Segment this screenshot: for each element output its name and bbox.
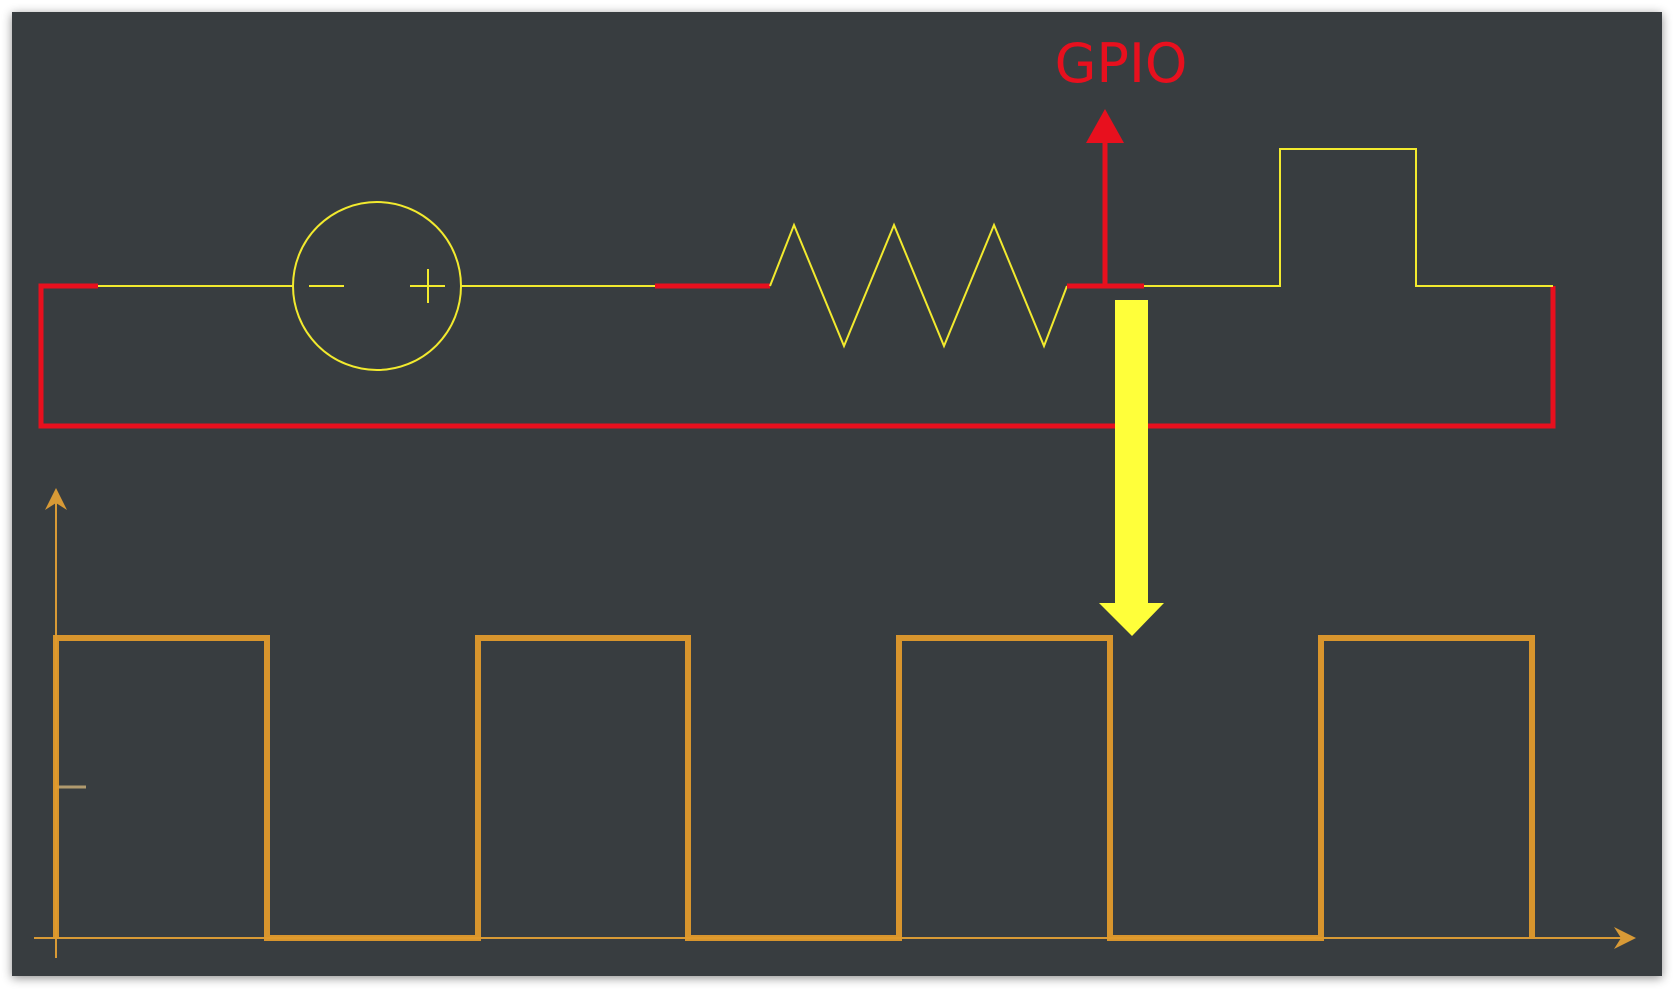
down-arrow-icon <box>1099 300 1164 636</box>
loop-wire <box>38 283 1556 429</box>
x-axis-arrow-icon <box>1614 927 1636 949</box>
square-wave <box>53 635 1535 941</box>
circuit: GPIO <box>38 32 1556 429</box>
pulse-wire <box>1144 148 1553 287</box>
gpio-output-arrow-icon <box>1086 109 1124 286</box>
gpio-label: GPIO <box>1055 32 1188 95</box>
y-axis-arrow-icon <box>45 488 67 510</box>
diagram-panel <box>12 12 1662 976</box>
zigzag-resistor-icon <box>769 222 1068 349</box>
waveform-plot <box>34 488 1636 958</box>
